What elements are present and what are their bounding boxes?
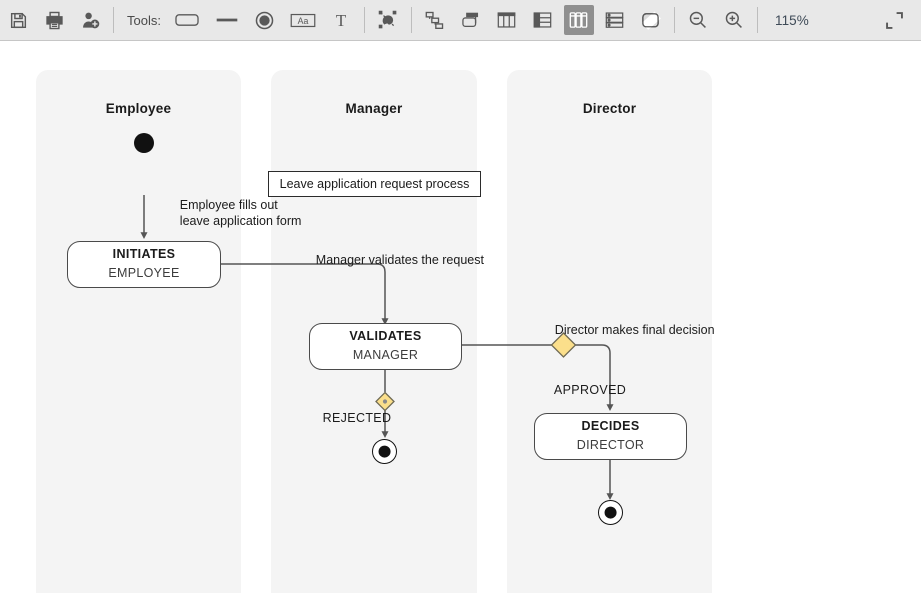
svg-text:T: T — [336, 11, 346, 30]
end-node-rejected[interactable] — [372, 439, 397, 464]
process-note[interactable]: Leave application request process — [268, 171, 481, 197]
process-note-text: Leave application request process — [279, 177, 470, 191]
node-decides-title: DECIDES — [581, 419, 640, 434]
zoom-out-icon[interactable] — [683, 5, 713, 35]
edge-label-text: APPROVED — [553, 382, 627, 397]
zoom-level-label[interactable]: 115% — [774, 12, 809, 28]
rounded-rect-tool-icon[interactable] — [170, 5, 204, 35]
node-decides-subtitle: DIRECTOR — [576, 438, 645, 452]
vertical-swimlanes-icon[interactable] — [563, 5, 594, 35]
lane-title-employee: Employee — [105, 101, 172, 116]
toolbar-file-group — [0, 0, 108, 41]
start-node[interactable] — [134, 133, 154, 153]
toolbar-separator — [410, 7, 412, 33]
toolbar-separator — [363, 7, 365, 33]
rows-layout-icon[interactable] — [528, 5, 558, 35]
edge-label-start-to-initiates-line1: Employee fills out — [152, 180, 278, 231]
node-validates[interactable]: VALIDATES MANAGER — [309, 323, 462, 370]
edge-label-text: REJECTED — [322, 410, 392, 425]
node-initiates-title: INITIATES — [112, 247, 176, 262]
edge-label-text: Employee fills out — [179, 197, 278, 212]
hierarchy-layout-icon[interactable] — [420, 5, 450, 35]
line-tool-icon[interactable] — [210, 5, 244, 35]
edge-label-validates-to-decides: Director makes final decision — [527, 305, 715, 356]
toolbar-layout-group — [417, 0, 669, 41]
save-icon[interactable] — [3, 5, 33, 35]
svg-text:Aa: Aa — [298, 15, 309, 25]
add-user-icon[interactable] — [75, 5, 105, 35]
columns-layout-icon[interactable] — [492, 5, 522, 35]
edge-label-approved: APPROVED — [524, 365, 626, 416]
decision-approved-diamond — [550, 332, 577, 358]
node-decides[interactable]: DECIDES DIRECTOR — [534, 413, 687, 460]
edge-label-rejected: REJECTED — [292, 393, 391, 444]
plain-canvas-icon[interactable] — [636, 5, 666, 35]
zoom-in-icon[interactable] — [719, 5, 749, 35]
edge-label-start-to-initiates-line2: leave application form — [152, 196, 302, 247]
edge-approved-to-decides — [575, 344, 614, 411]
toolbar-separator — [756, 7, 758, 33]
node-initiates-subtitle: EMPLOYEE — [108, 266, 180, 280]
toolbar-zoom-group — [680, 0, 752, 41]
fit-to-screen-icon[interactable] — [879, 5, 909, 35]
edge-label-text: leave application form — [179, 213, 302, 228]
initial-state-tool-icon[interactable] — [250, 5, 280, 35]
stack-layout-icon[interactable] — [456, 5, 486, 35]
node-validates-title: VALIDATES — [349, 329, 422, 344]
lane-title-manager: Manager — [345, 101, 403, 116]
decision-gateways — [375, 332, 577, 412]
edge-label-text: Director makes final decision — [554, 322, 715, 337]
decision-rejected-dot — [382, 399, 388, 404]
end-node-approved[interactable] — [598, 500, 623, 525]
toolbar-separator — [673, 7, 675, 33]
diagram-canvas[interactable]: Employee Manager Director — [0, 41, 921, 593]
horizontal-swimlanes-icon[interactable] — [600, 5, 630, 35]
toolbar-select-group — [370, 0, 406, 41]
node-validates-subtitle: MANAGER — [352, 348, 419, 362]
node-initiates[interactable]: INITIATES EMPLOYEE — [67, 241, 221, 288]
edge-label-text: Manager validates the request — [315, 252, 484, 267]
label-tool-icon[interactable]: Aa — [286, 5, 320, 35]
lane-employee[interactable]: Employee — [36, 70, 241, 593]
diagram-content: Employee Manager Director — [0, 41, 921, 593]
print-icon[interactable] — [39, 5, 69, 35]
text-tool-icon[interactable]: T — [326, 5, 356, 35]
select-lasso-icon[interactable] — [373, 5, 403, 35]
toolbar: Tools: Aa — [0, 0, 921, 41]
tools-label: Tools: — [127, 12, 161, 28]
toolbar-separator — [113, 7, 114, 33]
lane-title-director: Director — [582, 101, 637, 116]
connector-layer — [140, 195, 614, 500]
edge-initiates-to-validates — [221, 263, 389, 325]
edge-label-initiates-to-validates: Manager validates the request — [288, 235, 484, 286]
toolbar-tools-group: Aa T — [167, 0, 359, 41]
